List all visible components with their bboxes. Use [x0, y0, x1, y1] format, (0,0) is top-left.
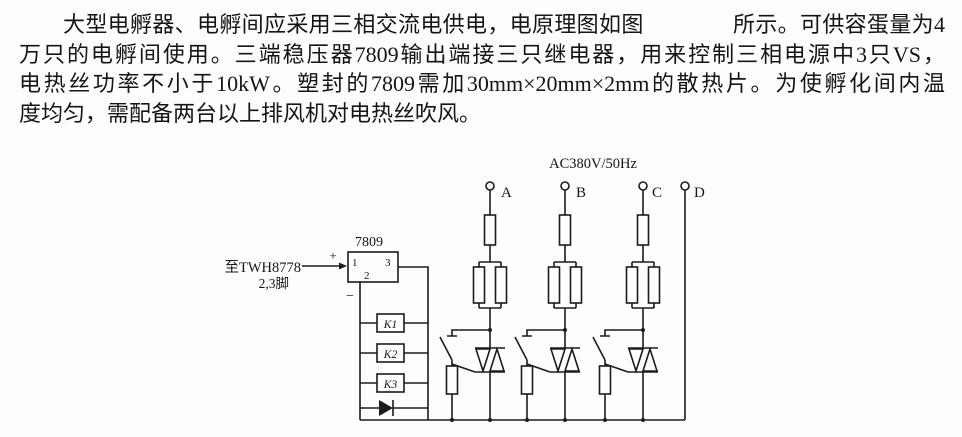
relay-k3-label: K3 — [383, 379, 398, 391]
junction-dot — [641, 328, 645, 332]
thyristor-triangle-down — [627, 348, 645, 374]
circuit-diagram: AC380V/50Hz A B C D — [224, 156, 705, 422]
terminal-b-label: B — [576, 185, 586, 201]
junction-dot — [488, 328, 492, 332]
thyristor-triangle-down — [549, 348, 567, 374]
terminal-a-label: A — [501, 185, 512, 201]
terminal-b-circle — [560, 181, 570, 191]
heater-resistor-left — [472, 266, 486, 304]
heater-resistor-right — [494, 266, 508, 304]
fuse — [483, 214, 497, 246]
body-paragraph: 大型电孵器、电孵间应采用三相交流电供电，电原理图如图 所示。可供容蛋量为4 万只… — [19, 10, 945, 128]
regulator-pin-2: 2 — [364, 270, 370, 282]
paragraph-line-3: 电热丝功率不小于10kW。塑封的7809需加30mm×20mm×2mm的散热片。… — [19, 71, 945, 96]
phase-branch-b — [514, 190, 583, 422]
relay-coil-k1 — [376, 313, 405, 333]
relay-k2-label: K2 — [383, 349, 398, 361]
paragraph-line-1: 大型电孵器、电孵间应采用三相交流电供电，电原理图如图 所示。可供容蛋量为4 — [63, 12, 945, 37]
thyristor-triangle-down — [474, 348, 492, 374]
thyristor-triangle-up — [641, 346, 659, 372]
phase-branch-a — [439, 190, 508, 422]
thyristor-triangle-up — [488, 346, 506, 372]
junction-dot — [563, 328, 567, 332]
heater-resistor-right — [569, 266, 583, 304]
regulator-rails — [359, 266, 429, 420]
power-terminals: A B C D — [485, 181, 705, 201]
minus-sign: − — [346, 289, 354, 304]
terminal-c-circle — [638, 181, 648, 191]
terminal-a-circle — [485, 181, 495, 191]
heater-resistor-right — [647, 266, 661, 304]
regulator-pin-3: 3 — [385, 257, 391, 269]
terminal-d-circle — [680, 181, 690, 191]
relay-rung-wires — [360, 322, 428, 384]
phase-branch-c — [592, 190, 661, 422]
supply-voltage-label: AC380V/50Hz — [549, 156, 637, 172]
thyristor-triangle-up — [563, 346, 581, 372]
fuse — [636, 214, 650, 246]
gate-resistor — [445, 365, 459, 395]
relay-coil-k3 — [376, 373, 405, 393]
plus-sign: + — [329, 248, 336, 263]
paragraph-line-2: 万只的电孵间使用。三端稳压器7809输出端接三只继电器，用来控制三相电源中3只V… — [19, 41, 945, 67]
fuse — [558, 214, 572, 246]
input-arrow-head — [339, 262, 347, 270]
terminal-c-label: C — [652, 185, 662, 201]
heater-resistor-left — [547, 266, 561, 304]
heater-resistor-left — [625, 266, 639, 304]
annotation-pins: 2,3脚 — [259, 276, 289, 291]
relay-coil-k2 — [376, 343, 405, 363]
annotation-to-twh8778: 至TWH8778 — [224, 260, 301, 276]
diode-wires — [360, 400, 428, 416]
gate-resistor — [520, 365, 534, 395]
regulator-label: 7809 — [355, 235, 383, 250]
regulator-7809: 7809 1 2 3 + − 至TWH8778 2,3脚 — [224, 235, 429, 420]
relay-k1-label: K1 — [383, 319, 397, 331]
paragraph-line-4: 度均匀，需配备两台以上排风机对电热丝吹风。 — [19, 100, 482, 126]
gate-resistor — [598, 365, 612, 395]
regulator-pin-1: 1 — [352, 257, 358, 269]
terminal-d-label: D — [694, 185, 705, 201]
diode-triangle — [379, 400, 393, 416]
relay-coil-ladder: K1 K2 K3 — [360, 313, 428, 416]
